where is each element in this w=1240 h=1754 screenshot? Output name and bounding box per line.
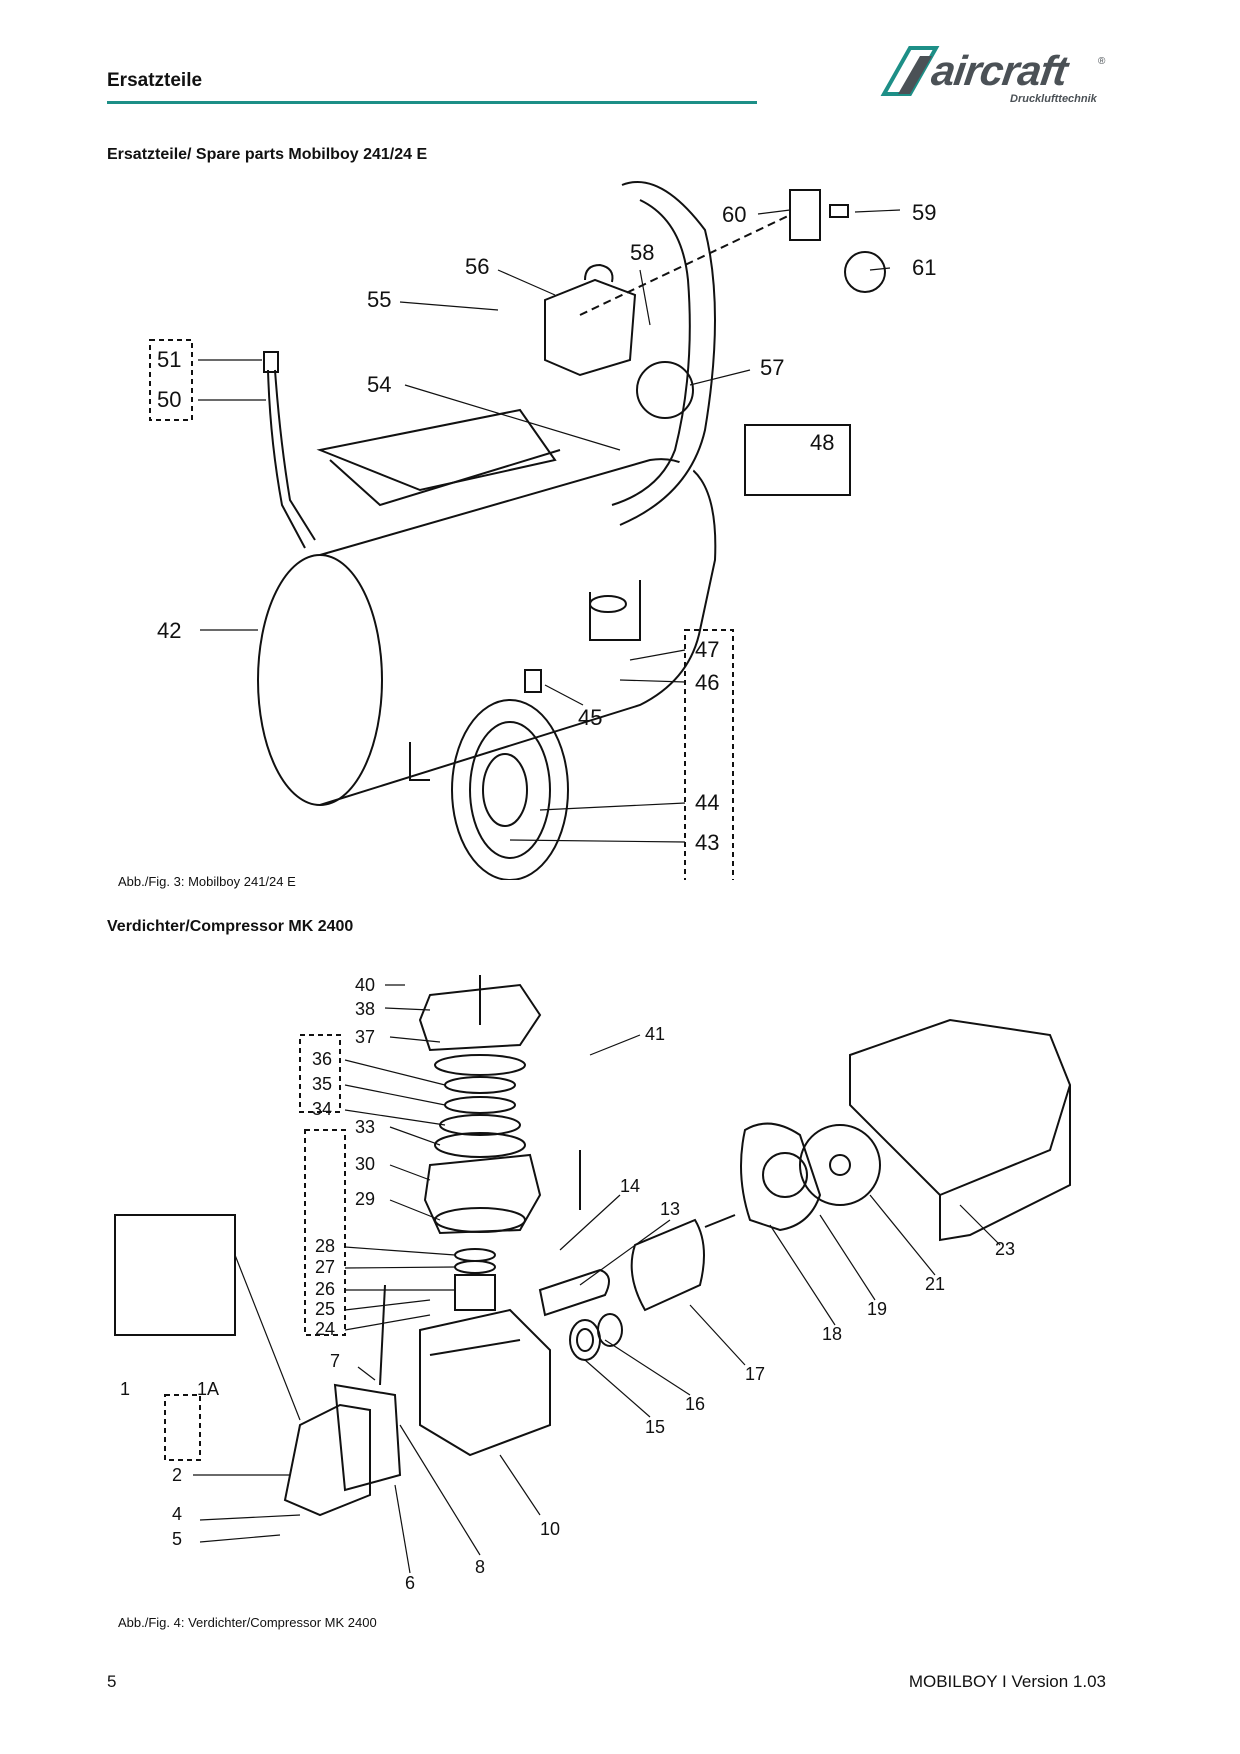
aircraft-logo-mark-icon bbox=[880, 46, 940, 96]
page-header-title: Ersatzteile bbox=[107, 70, 203, 91]
callout-label: 10 bbox=[540, 1519, 560, 1539]
callout-label: 18 bbox=[822, 1324, 842, 1344]
callout-label: 50 bbox=[157, 387, 181, 412]
callout-label: 59 bbox=[912, 200, 936, 225]
callout-label: 35 bbox=[312, 1074, 332, 1094]
header-rule bbox=[107, 101, 757, 104]
callout-label: 51 bbox=[157, 347, 181, 372]
callout-label: 60 bbox=[722, 202, 746, 227]
callout-label: 15 bbox=[645, 1417, 665, 1437]
logo-subtitle: Drucklufttechnik bbox=[1010, 93, 1097, 105]
callout-label: 30 bbox=[355, 1154, 375, 1174]
callout-label: 45 bbox=[578, 705, 602, 730]
callout-label: 13 bbox=[660, 1199, 680, 1219]
callout-label: 1 bbox=[120, 1379, 130, 1399]
page-number: 5 bbox=[107, 1672, 117, 1691]
callout-label: 34 bbox=[312, 1099, 332, 1119]
callout-label: 27 bbox=[315, 1257, 335, 1277]
callout-label: 17 bbox=[745, 1364, 765, 1384]
callout-label: 55 bbox=[367, 287, 391, 312]
figure-caption-4: Abb./Fig. 4: Verdichter/Compressor MK 24… bbox=[118, 1615, 377, 1630]
callout-label: 24 bbox=[315, 1319, 335, 1339]
callout-label: 26 bbox=[315, 1279, 335, 1299]
callout-label: 29 bbox=[355, 1189, 375, 1209]
compressor-exploded-diagram: 40 38 37 41 36 35 34 33 30 29 14 13 28 2… bbox=[114, 975, 1071, 1593]
callout-label: 36 bbox=[312, 1049, 332, 1069]
callout-label: 37 bbox=[355, 1027, 375, 1047]
callout-label: 44 bbox=[695, 790, 719, 815]
callout-label: 1A bbox=[197, 1379, 219, 1399]
callout-label: 43 bbox=[695, 830, 719, 855]
callout-label: 48 bbox=[810, 430, 834, 455]
callout-label: 25 bbox=[315, 1299, 335, 1319]
callout-label: 33 bbox=[355, 1117, 375, 1137]
logo-registered-mark: ® bbox=[1098, 56, 1106, 67]
callout-label: 56 bbox=[465, 254, 489, 279]
mobilboy-exploded-diagram: 60 59 56 58 61 55 51 50 54 57 48 42 47 4… bbox=[149, 180, 936, 880]
callout-label: 41 bbox=[645, 1024, 665, 1044]
callout-label: 19 bbox=[867, 1299, 887, 1319]
callout-label: 47 bbox=[695, 637, 719, 662]
section-title-compressor: Verdichter/Compressor MK 2400 bbox=[107, 918, 354, 935]
callout-label: 6 bbox=[405, 1573, 415, 1593]
logo-wordmark: aircraft bbox=[928, 47, 1070, 94]
callout-label: 5 bbox=[172, 1529, 182, 1549]
callout-label: 46 bbox=[695, 670, 719, 695]
callout-label: 8 bbox=[475, 1557, 485, 1577]
tank-drawing bbox=[149, 180, 886, 880]
section-title-spare-parts: Ersatzteile/ Spare parts Mobilboy 241/24… bbox=[107, 146, 428, 163]
callout-label: 7 bbox=[330, 1351, 340, 1371]
callout-label: 57 bbox=[760, 355, 784, 380]
callout-label: 23 bbox=[995, 1239, 1015, 1259]
callout-label: 21 bbox=[925, 1274, 945, 1294]
callout-label: 4 bbox=[172, 1504, 182, 1524]
callout-label: 2 bbox=[172, 1465, 182, 1485]
callout-label: 14 bbox=[620, 1176, 640, 1196]
callout-label: 16 bbox=[685, 1394, 705, 1414]
callout-label: 58 bbox=[630, 240, 654, 265]
document-version: MOBILBOY I Version 1.03 bbox=[908, 1672, 1106, 1691]
callout-label: 40 bbox=[355, 975, 375, 995]
callout-label: 38 bbox=[355, 999, 375, 1019]
callout-label: 54 bbox=[367, 372, 391, 397]
callout-label: 28 bbox=[315, 1236, 335, 1256]
callout-label: 42 bbox=[157, 618, 181, 643]
callout-label: 61 bbox=[912, 255, 936, 280]
figure-caption-3: Abb./Fig. 3: Mobilboy 241/24 E bbox=[118, 874, 296, 889]
